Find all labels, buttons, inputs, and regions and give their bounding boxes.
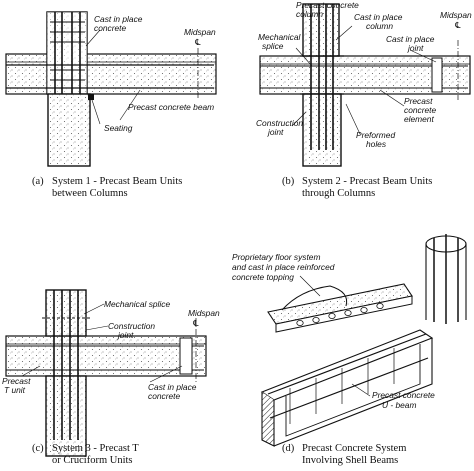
label-b-mech-1: Mechanical (258, 32, 302, 42)
label-b-cast-joint-2: joint (407, 43, 424, 53)
caption-b: (b)System 2 - Precast Beam Units through… (282, 176, 433, 199)
panel-b-drawing: Precast concrete column Cast in place co… (256, 0, 472, 167)
label-d-prop-1: Proprietary floor system (232, 252, 320, 262)
label-c-cast-1: Cast in place (148, 382, 197, 392)
panel-a-drawing: Cast in place concrete Midspan ℄ Precast… (5, 11, 217, 167)
label-a-midspan: Midspan (184, 27, 216, 37)
label-b-precast-col-1: Precast concrete (296, 0, 359, 10)
caption-a: (a)System 1 - Precast Beam Units between… (32, 176, 183, 199)
label-a-seating: Seating (104, 123, 133, 133)
label-c-constr-1: Construction (108, 321, 155, 331)
label-c-mech: Mechanical splice (104, 299, 170, 309)
label-c-precast-1: Precast (2, 376, 31, 386)
label-d-prop-2: and cast in place reinforced (232, 262, 335, 272)
label-d-prop-3: concrete topping (232, 272, 294, 282)
label-b-mech-2: splice (262, 41, 284, 51)
label-a-cl: ℄ (194, 37, 202, 47)
label-a-cast-in-place: Cast in place (94, 14, 143, 24)
caption-d: (d)Precast Concrete System Involving She… (282, 443, 407, 466)
label-b-constr-1: Construction (256, 118, 303, 128)
caption-c: (c)System 3 - Precast T or Cruciform Uni… (32, 443, 139, 466)
label-c-cast-2: concrete (148, 391, 180, 401)
label-b-precast-elem-3: element (404, 114, 434, 124)
label-c-precast-2: T unit (4, 385, 26, 395)
label-d-ubeam-2: U - beam (382, 400, 416, 410)
label-b-preformed-1: Preformed (356, 130, 395, 140)
label-a-concrete: concrete (94, 23, 126, 33)
label-b-cast-col-1: Cast in place (354, 12, 403, 22)
label-b-precast-elem-2: concrete (404, 105, 436, 115)
label-b-cast-col-2: column (366, 21, 393, 31)
label-b-midspan: Midspan (440, 10, 472, 20)
label-b-precast-elem-1: Precast (404, 96, 433, 106)
label-b-preformed-2: holes (366, 139, 387, 149)
label-b-cl: ℄ (454, 20, 462, 30)
label-c-midspan: Midspan (188, 308, 220, 318)
panel-c-drawing: Mechanical splice Construction joint Mid… (2, 289, 220, 457)
label-b-precast-col-2: column (296, 9, 323, 19)
label-a-precast-beam: Precast concrete beam (128, 102, 214, 112)
label-b-cast-joint-1: Cast in place (386, 34, 435, 44)
label-b-constr-2: joint (267, 127, 284, 137)
panel-d-drawing (260, 234, 467, 447)
label-c-cl: ℄ (192, 318, 200, 328)
label-c-constr-2: joint (117, 330, 134, 340)
label-d-ubeam-1: Precast concrete (372, 390, 435, 400)
